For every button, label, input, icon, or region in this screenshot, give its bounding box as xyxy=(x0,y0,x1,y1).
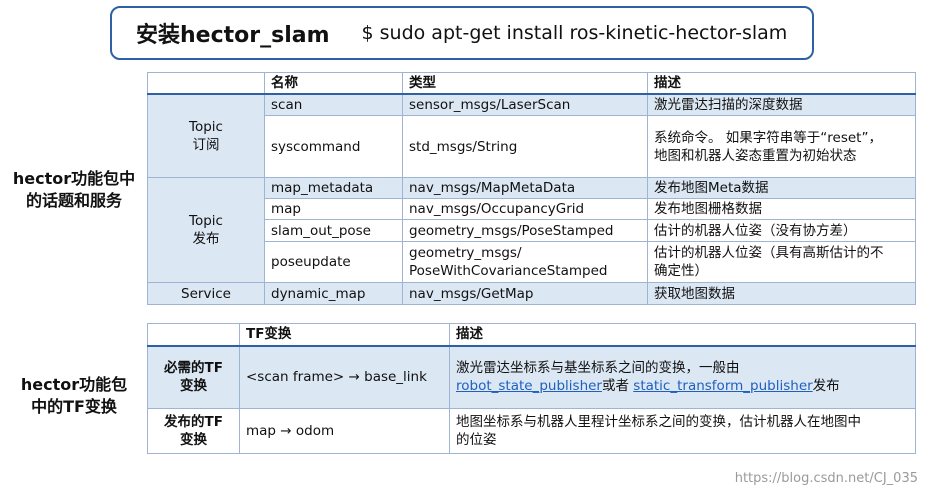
tf-table: TF变换 描述 必需的TF 变换 <scan frame> → base_lin… xyxy=(147,323,916,454)
type-cell: sensor_msgs/LaserScan xyxy=(402,93,648,116)
group-service: Service xyxy=(147,282,265,305)
table-row: syscommand std_msgs/String 系统命令。 如果字符串等于… xyxy=(148,115,916,178)
table-header-row: 名称 类型 描述 xyxy=(147,72,916,95)
desc-cell: 估计的机器人位姿（具有高斯估计的不 确定性） xyxy=(647,241,916,283)
desc-cell: 发布地图栅格数据 xyxy=(647,198,916,220)
header-cell: 描述 xyxy=(449,323,916,347)
group-required-tf: 必需的TF 变换 xyxy=(147,345,240,409)
tf-cell: <scan frame> → base_link xyxy=(239,345,450,409)
table-row: Topic 订阅 scan sensor_msgs/LaserScan 激光雷达… xyxy=(147,93,916,178)
header-cell xyxy=(147,323,240,347)
header-cell: TF变换 xyxy=(239,323,450,347)
table-row: 发布的TF 变换 map → odom 地图坐标系与机器人里程计坐标系之间的变换… xyxy=(147,408,916,454)
desc-cell: 激光雷达坐标系与基坐标系之间的变换，一般由 robot_state_publis… xyxy=(449,345,916,409)
type-cell: nav_msgs/MapMetaData xyxy=(402,177,648,199)
desc-cell: 激光雷达扫描的深度数据 xyxy=(647,93,916,116)
topics-table: 名称 类型 描述 Topic 订阅 scan sensor_msgs/Laser… xyxy=(147,72,916,305)
table-row: poseupdate geometry_msgs/ PoseWithCovari… xyxy=(148,241,916,283)
tf-side-label: hector功能包 中的TF变换 xyxy=(20,375,128,416)
table-header-row: TF变换 描述 xyxy=(147,323,916,347)
header-cell: 名称 xyxy=(264,72,403,95)
header-cell: 类型 xyxy=(402,72,648,95)
topics-side-label: hector功能包中 的话题和服务 xyxy=(12,169,136,210)
table-row: Topic 发布 map_metadata nav_msgs/MapMetaDa… xyxy=(147,177,916,283)
header-cell: 描述 xyxy=(647,72,916,95)
type-cell: geometry_msgs/ PoseWithCovarianceStamped xyxy=(402,241,648,283)
desc-cell: 获取地图数据 xyxy=(647,282,916,305)
name-cell: scan xyxy=(264,93,403,116)
tf-cell: map → odom xyxy=(239,408,450,454)
group-published-tf: 发布的TF 变换 xyxy=(147,408,240,454)
page-title: 安装hector_slam xyxy=(136,23,330,48)
install-command: $ sudo apt-get install ros-kinetic-hecto… xyxy=(361,22,788,44)
desc-cell: 发布地图Meta数据 xyxy=(647,177,916,199)
name-cell: map xyxy=(264,198,403,220)
table-row: 必需的TF 变换 <scan frame> → base_link 激光雷达坐标… xyxy=(147,345,916,409)
name-cell: poseupdate xyxy=(264,241,403,283)
name-cell: map_metadata xyxy=(264,177,403,199)
table-row: map nav_msgs/OccupancyGrid 发布地图栅格数据 xyxy=(148,198,916,220)
type-cell: nav_msgs/OccupancyGrid xyxy=(402,198,648,220)
table-row: Service dynamic_map nav_msgs/GetMap 获取地图… xyxy=(147,282,916,305)
name-cell: slam_out_pose xyxy=(264,219,403,242)
name-cell: syscommand xyxy=(264,115,403,178)
desc-cell: 估计的机器人位姿（没有协方差） xyxy=(647,219,916,242)
watermark: https://blog.csdn.net/CJ_035 xyxy=(734,471,918,486)
name-cell: dynamic_map xyxy=(264,282,403,305)
header-cell xyxy=(147,72,265,95)
static-transform-publisher-link[interactable]: static_transform_publisher xyxy=(633,378,813,395)
type-cell: nav_msgs/GetMap xyxy=(402,282,648,305)
type-cell: std_msgs/String xyxy=(402,115,648,178)
robot-state-publisher-link[interactable]: robot_state_publisher xyxy=(456,378,602,395)
desc-cell: 地图坐标系与机器人里程计坐标系之间的变换，估计机器人在地图中 的位姿 xyxy=(449,408,916,454)
type-cell: geometry_msgs/PoseStamped xyxy=(402,219,648,242)
desc-cell: 系统命令。 如果字符串等于“reset”， 地图和机器人姿态重置为初始状态 xyxy=(647,115,916,178)
title-banner: 安装hector_slam $ sudo apt-get install ros… xyxy=(110,6,814,60)
group-publish: Topic 发布 xyxy=(147,177,265,283)
table-row: slam_out_pose geometry_msgs/PoseStamped … xyxy=(148,219,916,242)
group-subscribe: Topic 订阅 xyxy=(147,93,265,178)
